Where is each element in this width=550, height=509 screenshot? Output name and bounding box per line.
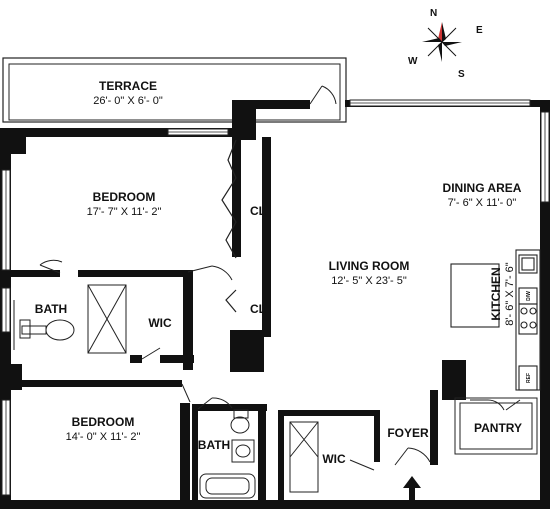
closet1-label: CL: [250, 204, 266, 218]
terrace-dims: 26'- 0" X 6'- 0": [93, 95, 163, 107]
terrace-label: TERRACE: [99, 79, 157, 93]
bedroom1-label: BEDROOM: [93, 190, 156, 204]
bedroom1-dims: 17'- 7" X 11'- 2": [87, 206, 162, 218]
walls: [0, 100, 550, 509]
terrace: [2, 57, 347, 123]
kitchen-dims: 8'- 6" X 7'- 6": [504, 262, 516, 325]
dishwasher-label: D/W: [526, 291, 532, 301]
living-room-dims: 12'- 5" X 23'- 5": [331, 275, 407, 287]
living-room-label: LIVING ROOM: [329, 259, 410, 273]
compass-w: W: [408, 56, 418, 67]
bedroom2-label: BEDROOM: [72, 415, 135, 429]
dining-area-label: DINING AREA: [443, 181, 522, 195]
wic1-label: WIC: [148, 316, 172, 330]
doors: [39, 85, 521, 471]
bath2-fixtures: [199, 409, 256, 499]
entry-arrow-icon: [403, 476, 421, 500]
kitchen: [450, 249, 541, 391]
compass-e: E: [476, 25, 483, 36]
bath1-label: BATH: [35, 302, 67, 316]
pantry-shelves: [454, 397, 538, 455]
kitchen-label: KITCHEN: [489, 267, 503, 320]
bedroom2-dims: 14'- 0" X 11'- 2": [66, 431, 141, 443]
bath1-fixtures: [13, 284, 127, 354]
foyer-label: FOYER: [387, 426, 429, 440]
compass-s: S: [458, 69, 465, 80]
closet-doors: [221, 139, 237, 313]
compass-icon: [422, 22, 462, 62]
closet2-label: CL: [250, 302, 266, 316]
refrigerator-label: REF: [526, 373, 532, 383]
bath2-label: BATH: [198, 438, 230, 452]
wic2-shelves: [289, 421, 319, 493]
wic2-label: WIC: [322, 452, 346, 466]
compass-n: N: [430, 8, 437, 19]
pantry-label: PANTRY: [474, 421, 522, 435]
dining-area-dims: 7'- 6" X 11'- 0": [448, 197, 517, 209]
